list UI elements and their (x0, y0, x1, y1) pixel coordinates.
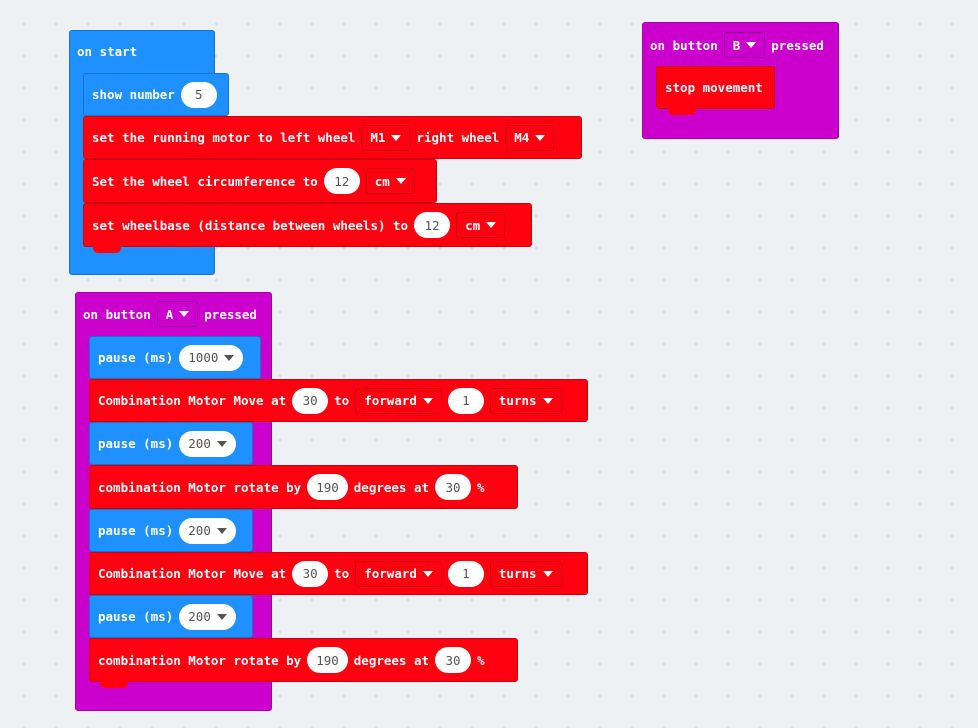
block-notch (93, 246, 121, 253)
chevron-down-icon (535, 134, 546, 141)
pause-input[interactable]: 200 (179, 603, 236, 630)
wheel-circumference-block[interactable]: Set the wheel circumference to 12 cm (83, 159, 437, 203)
rotate-degrees-input[interactable]: 190 (307, 647, 348, 673)
show-number-input[interactable]: 5 (180, 81, 217, 108)
motor-rotate-label: combination Motor rotate by (98, 479, 302, 495)
chevron-down-icon (216, 440, 227, 447)
circumference-label: Set the wheel circumference to (92, 173, 318, 189)
right-wheel-dropdown[interactable]: M4 (505, 124, 555, 151)
on-button-b-header: on button B pressed (642, 24, 824, 66)
block-notch (100, 681, 128, 688)
move-speed-input[interactable]: 30 (292, 387, 329, 414)
chevron-down-icon (422, 397, 433, 404)
stop-movement-label: stop movement (665, 80, 763, 95)
chevron-down-icon (179, 311, 190, 317)
block-notch (668, 108, 696, 115)
pause-block[interactable]: pause (ms) 1000 (89, 336, 261, 379)
chevron-down-icon (391, 134, 402, 141)
pause-input[interactable]: 200 (179, 517, 236, 544)
chevron-down-icon (746, 42, 757, 48)
chevron-down-icon (422, 570, 433, 577)
rotate-speed-input[interactable]: 30 (435, 647, 472, 673)
move-speed-input[interactable]: 30 (292, 560, 329, 587)
circumference-input[interactable]: 12 (323, 168, 360, 194)
move-to-label: to (334, 566, 350, 581)
direction-dropdown[interactable]: forward (355, 387, 442, 414)
chevron-down-icon (216, 613, 227, 620)
move-count-input[interactable]: 1 (447, 560, 484, 587)
chevron-down-icon (216, 527, 227, 534)
pause-label: pause (ms) (98, 350, 174, 365)
on-button-b-pressed-label: pressed (771, 37, 824, 53)
on-start-label: on start (77, 43, 138, 59)
wheelbase-input[interactable]: 12 (414, 212, 451, 238)
on-button-a-header: on button A pressed (75, 293, 257, 335)
percent-label: % (477, 479, 485, 495)
chevron-down-icon (224, 354, 235, 361)
motor-rotate-block[interactable]: combination Motor rotate by 190 degrees … (89, 465, 518, 509)
wheelbase-block[interactable]: set wheelbase (distance between wheels) … (83, 203, 532, 247)
on-button-a-label: on button (83, 306, 151, 322)
on-start-header: on start (69, 30, 137, 72)
right-wheel-label: right wheel (416, 130, 500, 145)
motor-move-block[interactable]: Combination Motor Move at 30 to forward … (89, 552, 588, 595)
pause-block[interactable]: pause (ms) 200 (89, 509, 253, 552)
direction-dropdown[interactable]: forward (355, 560, 442, 587)
show-number-block[interactable]: show number 5 (83, 73, 229, 116)
degrees-at-label: degrees at (353, 479, 430, 495)
percent-label: % (477, 652, 485, 668)
circumference-unit-dropdown[interactable]: cm (365, 168, 415, 194)
move-to-label: to (334, 393, 350, 408)
chevron-down-icon (542, 397, 553, 404)
turns-dropdown[interactable]: turns (489, 387, 562, 414)
stop-movement-block[interactable]: stop movement (656, 66, 775, 109)
pause-label: pause (ms) (98, 436, 174, 451)
wheelbase-label: set wheelbase (distance between wheels) … (92, 217, 409, 233)
pause-input[interactable]: 1000 (179, 344, 244, 371)
button-a-dropdown[interactable]: A (156, 301, 199, 327)
motor-rotate-block[interactable]: combination Motor rotate by 190 degrees … (89, 638, 518, 682)
show-number-label: show number (92, 87, 175, 102)
chevron-down-icon (542, 570, 553, 577)
chevron-down-icon (486, 222, 497, 228)
turns-dropdown[interactable]: turns (489, 560, 562, 587)
degrees-at-label: degrees at (353, 652, 430, 668)
pause-label: pause (ms) (98, 523, 174, 538)
button-b-dropdown[interactable]: B (723, 32, 766, 58)
rotate-speed-input[interactable]: 30 (435, 474, 472, 500)
running-motor-label: set the running motor to left wheel (92, 130, 356, 145)
move-count-input[interactable]: 1 (447, 387, 484, 414)
motor-rotate-label: combination Motor rotate by (98, 652, 302, 668)
chevron-down-icon (395, 178, 406, 184)
rotate-degrees-input[interactable]: 190 (307, 474, 348, 500)
motor-move-block[interactable]: Combination Motor Move at 30 to forward … (89, 379, 588, 422)
motor-move-label: Combination Motor Move at (98, 566, 287, 581)
set-running-motor-block[interactable]: set the running motor to left wheel M1 r… (83, 116, 582, 159)
pause-input[interactable]: 200 (179, 430, 236, 457)
motor-move-label: Combination Motor Move at (98, 393, 287, 408)
on-button-a-pressed-label: pressed (204, 306, 257, 322)
pause-label: pause (ms) (98, 609, 174, 624)
on-button-b-label: on button (650, 37, 718, 53)
pause-block[interactable]: pause (ms) 200 (89, 595, 253, 638)
wheelbase-unit-dropdown[interactable]: cm (456, 212, 506, 238)
left-wheel-dropdown[interactable]: M1 (361, 124, 411, 151)
pause-block[interactable]: pause (ms) 200 (89, 422, 253, 465)
